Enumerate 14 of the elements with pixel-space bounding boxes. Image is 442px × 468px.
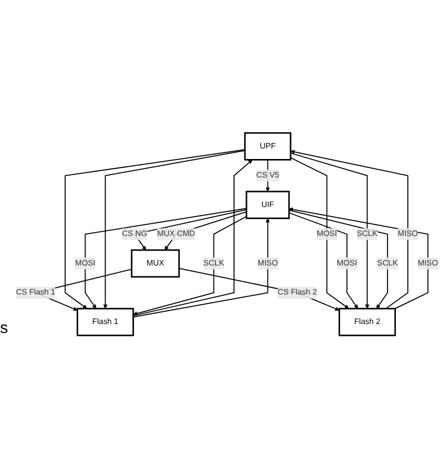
- arrow: [290, 150, 408, 309]
- arrow: [132, 159, 253, 316]
- arrow: [290, 156, 349, 309]
- arrow: [288, 209, 388, 309]
- arrow: [178, 268, 340, 311]
- arrow: [290, 152, 370, 309]
- arrow: [103, 150, 246, 309]
- arrow: [132, 218, 270, 318]
- text-fragment: s: [0, 320, 8, 338]
- arrow: [64, 148, 246, 309]
- arrow: [133, 216, 247, 316]
- arrow: [288, 212, 358, 309]
- arrow: [288, 207, 428, 309]
- arrow: [266, 159, 270, 192]
